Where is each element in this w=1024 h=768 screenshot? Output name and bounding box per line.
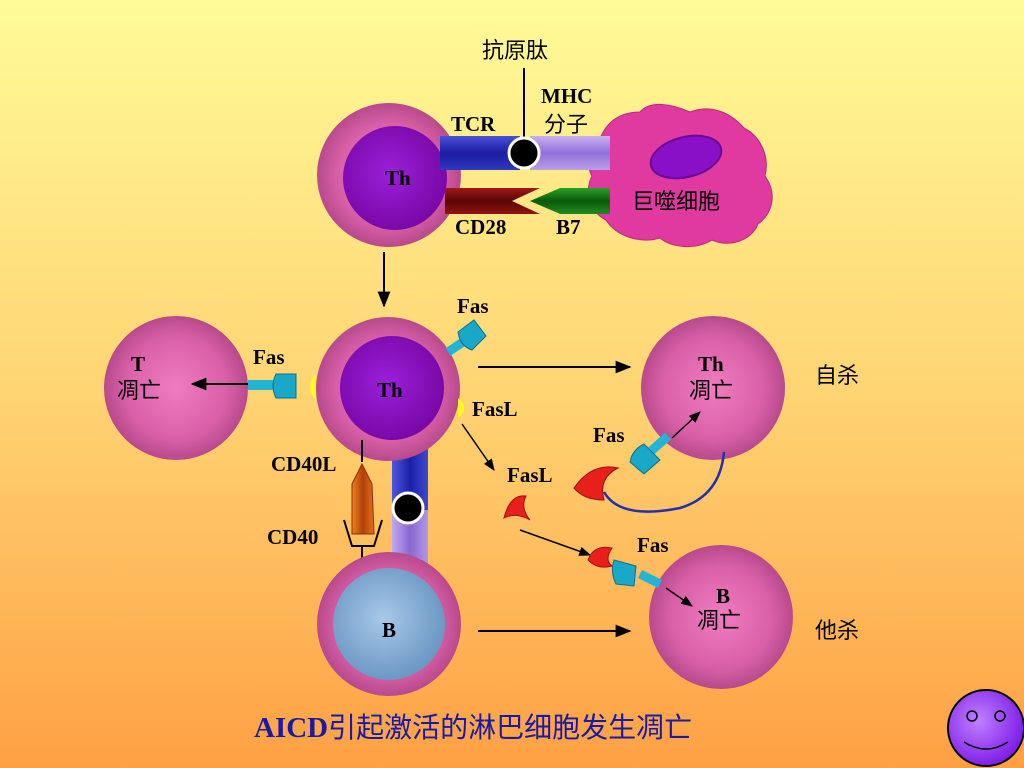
suicide-feedback-curve bbox=[602, 451, 726, 513]
th-top-label: Th bbox=[385, 166, 411, 190]
slide-title: AICD引起激活的淋巴细胞发生凋亡 bbox=[254, 711, 692, 744]
fas-receptor-top bbox=[445, 319, 487, 356]
mhc-label-1: MHC bbox=[541, 84, 592, 108]
b-cell-apoptosis bbox=[649, 545, 793, 689]
b7-molecule bbox=[530, 188, 610, 214]
b-nucleus bbox=[333, 568, 445, 680]
b-cell-label: B bbox=[382, 618, 396, 642]
th-cell-top bbox=[317, 103, 461, 247]
b-apoptosis-label-2: 凋亡 bbox=[697, 609, 741, 634]
smiley-mouth bbox=[963, 741, 1009, 750]
th-center-label: Th bbox=[377, 378, 403, 402]
fas-left-label: Fas bbox=[253, 345, 285, 369]
fas-receptor-th-target bbox=[629, 432, 671, 475]
th-cell-apoptosis bbox=[641, 316, 785, 460]
mhc-molecule bbox=[530, 136, 610, 170]
fasl-bound-th bbox=[573, 466, 620, 501]
macrophage-label: 巨噬细胞 bbox=[632, 190, 720, 215]
th-cell-center bbox=[316, 317, 460, 461]
b-apoptosis-label-1: B bbox=[716, 584, 730, 608]
arrow-fasl-release bbox=[461, 423, 495, 471]
tcr-label: TCR bbox=[451, 112, 496, 136]
th-apoptosis-label-1: Th bbox=[698, 352, 724, 376]
t-apoptosis-label-2: 凋亡 bbox=[117, 379, 161, 404]
antigen-peptide-b bbox=[391, 491, 425, 525]
t-cell-apoptosis bbox=[104, 316, 248, 460]
cd28-molecule bbox=[445, 188, 540, 214]
cd40l-label: CD40L bbox=[271, 452, 336, 476]
title-latin: AICD bbox=[254, 712, 328, 744]
fasl-free bbox=[503, 495, 531, 521]
smiley-nav-button[interactable] bbox=[947, 689, 1024, 767]
t-apoptosis-label-1: T bbox=[131, 352, 145, 376]
th-nucleus-top bbox=[343, 126, 447, 230]
fas-receptor-b-target bbox=[611, 559, 663, 589]
antigen-label: 抗原肽 bbox=[482, 39, 548, 64]
fas-receptor-left bbox=[248, 373, 297, 399]
b-cell bbox=[317, 552, 461, 696]
arrow-fasl-to-b bbox=[519, 529, 592, 556]
fasl-right-contact bbox=[458, 398, 464, 418]
arrow-fas-b bbox=[665, 587, 693, 607]
arrow-fas-th bbox=[671, 411, 701, 439]
antigen-peptide bbox=[507, 136, 541, 170]
fasl-right-label: FasL bbox=[472, 397, 518, 421]
cd40-label: CD40 bbox=[267, 525, 318, 549]
fratricide-label: 他杀 bbox=[815, 619, 859, 644]
fasl-bound-b bbox=[587, 546, 614, 568]
smiley-right-eye bbox=[994, 710, 1006, 722]
fasl-free-label: FasL bbox=[507, 463, 553, 487]
th-apoptosis-label-2: 凋亡 bbox=[689, 379, 733, 404]
macrophage-nucleus bbox=[649, 134, 723, 180]
cd40l-molecule bbox=[351, 462, 375, 535]
fas-th-target-label: Fas bbox=[593, 423, 625, 447]
fas-top-label: Fas bbox=[457, 294, 489, 318]
th-nucleus-center bbox=[340, 336, 444, 440]
title-cjk: 引起激活的淋巴细胞发生凋亡 bbox=[328, 711, 692, 744]
cd28-label: CD28 bbox=[455, 215, 506, 239]
b7-label: B7 bbox=[556, 215, 581, 239]
fasl-left-contact bbox=[310, 374, 316, 400]
tcr-molecule bbox=[440, 136, 520, 170]
suicide-label: 自杀 bbox=[815, 364, 859, 389]
smiley-left-eye bbox=[966, 710, 978, 722]
mhc-label-2: 分子 bbox=[544, 113, 588, 138]
fas-b-target-label: Fas bbox=[637, 533, 669, 557]
